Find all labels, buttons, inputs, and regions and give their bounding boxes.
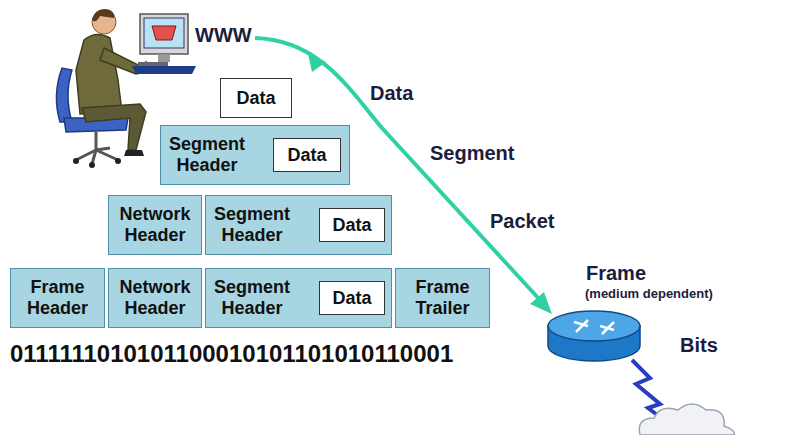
flow-line	[255, 38, 540, 300]
chair-back	[56, 68, 72, 122]
box-label: Segment Header	[214, 204, 290, 245]
box-label: Frame Header	[27, 277, 88, 318]
header-box: Frame Trailer	[395, 268, 490, 328]
monitor	[140, 14, 188, 54]
bit-stream: 0111111010101100010101101010110001	[8, 340, 455, 368]
header-box: Network Header	[108, 195, 202, 255]
person	[76, 9, 146, 156]
caster	[89, 162, 95, 168]
jacket	[76, 34, 122, 114]
data-box: Data	[273, 138, 341, 172]
arrow-head	[308, 54, 326, 72]
shoe	[124, 150, 144, 156]
header-box: Network Header	[108, 268, 202, 328]
legs	[82, 104, 146, 150]
box-label: Network Header	[119, 204, 190, 245]
flow-label: Bits	[678, 334, 720, 357]
monitor-stand	[158, 54, 170, 62]
header-box: Segment Header Data	[160, 125, 350, 185]
screen	[144, 18, 184, 48]
header-box: Segment Header Data	[205, 195, 392, 255]
caster	[115, 158, 121, 164]
chair-base	[76, 132, 118, 164]
desk	[132, 66, 196, 74]
flow-label: Packet	[488, 210, 557, 233]
flow-label: (medium dependent)	[583, 287, 715, 302]
arrow-head	[530, 292, 552, 314]
flow-label: Data	[368, 82, 415, 105]
data-box: Data	[319, 208, 385, 242]
box-label: Data	[332, 215, 371, 236]
caster	[73, 158, 79, 164]
keyboard	[138, 62, 168, 66]
computer	[132, 14, 196, 74]
data-box: Data	[220, 78, 292, 118]
screen-icon	[152, 26, 176, 40]
box-label: Data	[332, 288, 371, 309]
flow-label: Frame	[584, 262, 648, 285]
cloud	[639, 404, 734, 435]
box-label: Segment Header	[214, 277, 290, 318]
box-label: Data	[236, 88, 275, 109]
router-arrows	[574, 320, 614, 334]
data-box: Data	[319, 281, 385, 315]
box-label: Frame Trailer	[415, 277, 469, 318]
header-box: Segment Header Data	[205, 268, 392, 328]
router-top	[548, 311, 640, 341]
header-box: Frame Header	[10, 268, 105, 328]
flow-label: Segment	[428, 142, 516, 165]
head	[92, 10, 116, 34]
flow-label: WWW	[193, 24, 254, 47]
hair	[92, 9, 115, 21]
box-label: Segment Header	[169, 134, 245, 175]
router	[548, 311, 640, 361]
box-label: Network Header	[119, 277, 190, 318]
box-label: Data	[287, 145, 326, 166]
